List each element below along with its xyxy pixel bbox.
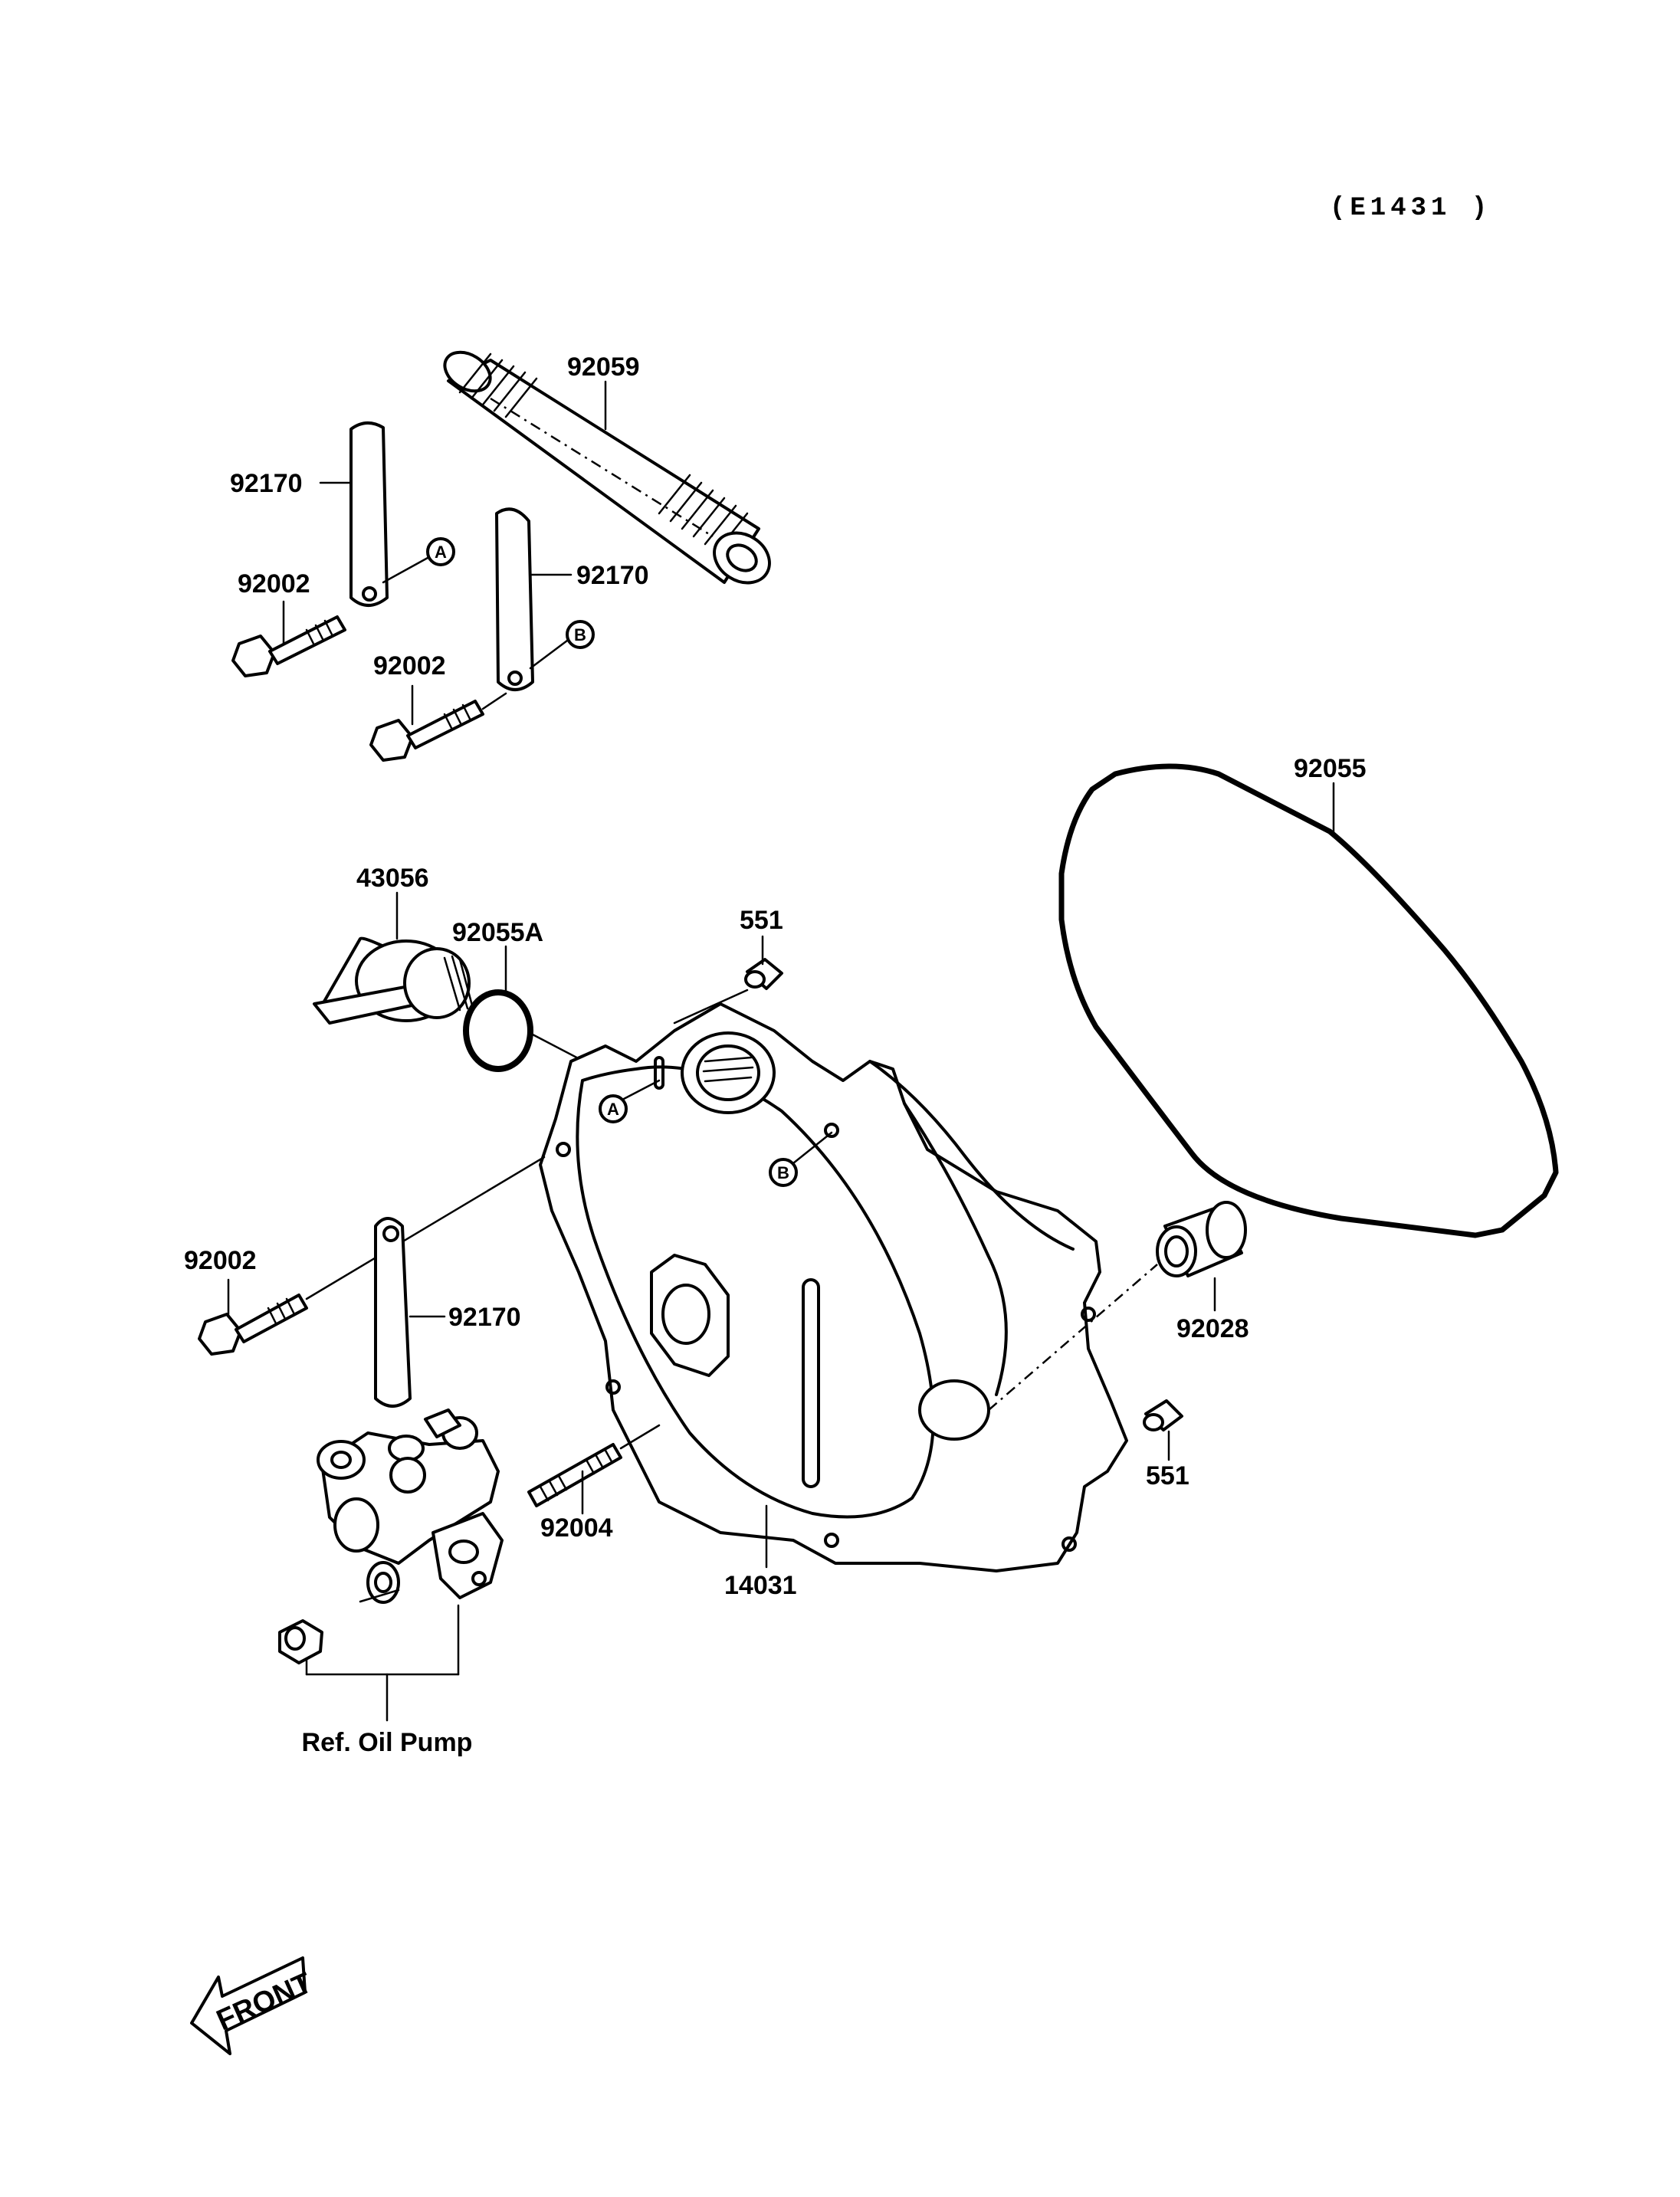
marker-b-1 <box>566 620 595 649</box>
ref-bracket <box>305 1604 460 1722</box>
label-92055: 92055 <box>1294 754 1367 783</box>
marker-b-2-letter: B <box>777 1163 789 1182</box>
part-551-dowel-top <box>744 958 783 990</box>
label-14031: 14031 <box>724 1571 797 1600</box>
marker-b-2 <box>769 1158 798 1187</box>
label-92028: 92028 <box>1176 1314 1249 1343</box>
part-92059-tube <box>443 350 771 585</box>
label-92170-b: 92170 <box>576 561 649 590</box>
label-551-bottom: 551 <box>1146 1461 1189 1490</box>
part-92002-bolt-a <box>231 615 346 677</box>
part-92170-strap-a <box>349 421 389 607</box>
label-551-top: 551 <box>740 906 783 935</box>
part-92028-bushing <box>1156 1201 1247 1277</box>
label-92002-c: 92002 <box>184 1246 257 1275</box>
part-14031-engine-cover <box>539 1002 1128 1572</box>
part-92002-bolt-c <box>198 1294 308 1356</box>
part-92055A-o-ring <box>463 989 533 1072</box>
marker-b-1-letter: B <box>574 625 586 644</box>
part-92055-gasket <box>1058 763 1559 1238</box>
label-ref-oil-pump: Ref. Oil Pump <box>302 1728 473 1757</box>
front-arrow: FRONT <box>190 1956 317 2055</box>
marker-a-2-letter: A <box>607 1100 619 1119</box>
diagram-code: (E1431 ) <box>1330 194 1491 223</box>
label-43056: 43056 <box>356 864 429 893</box>
oil-pump-assembly <box>317 1408 504 1604</box>
label-92002-b: 92002 <box>373 651 446 680</box>
label-92170-a: 92170 <box>230 469 303 498</box>
part-92170-strap-c <box>374 1217 412 1408</box>
label-92055A: 92055A <box>452 918 543 947</box>
marker-a-1 <box>426 537 455 566</box>
part-92004-stud <box>527 1424 661 1507</box>
oil-pump-nut <box>278 1619 323 1664</box>
label-92002-a: 92002 <box>238 569 310 598</box>
part-92002-bolt-b <box>369 692 507 762</box>
part-92170-strap-b <box>495 507 534 691</box>
marker-a-2 <box>599 1094 628 1123</box>
marker-a-1-letter: A <box>435 543 447 562</box>
part-551-dowel-bottom <box>1143 1399 1183 1431</box>
label-92170-c: 92170 <box>448 1303 521 1332</box>
label-92059: 92059 <box>567 353 640 382</box>
label-92004: 92004 <box>540 1513 613 1543</box>
part-43056-filler-cap <box>313 936 474 1025</box>
